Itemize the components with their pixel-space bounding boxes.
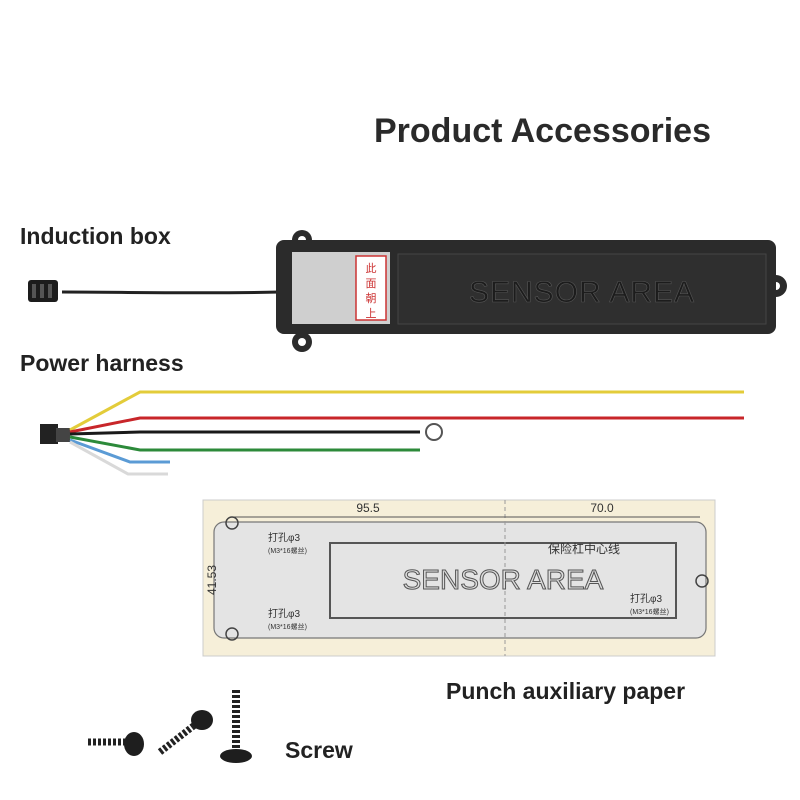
- dim-left: 95.5: [356, 501, 380, 515]
- induction-box: 此 面 朝 上 SENSOR AREA: [276, 230, 787, 352]
- box-cable: [61, 290, 281, 295]
- center-label: 保险杠中心线: [548, 541, 620, 556]
- sensor-window: [397, 253, 767, 325]
- sticker-char: 上: [366, 307, 377, 320]
- power-harness-label: Power harness: [20, 350, 184, 376]
- paper-sensor-text: SENSOR AREA: [403, 564, 604, 595]
- sticker-char: 面: [366, 278, 377, 290]
- dim-right: 70.0: [590, 501, 614, 515]
- sticker-char: 朝: [366, 292, 377, 305]
- orientation-sticker: [355, 255, 387, 321]
- power-harness: [40, 390, 744, 476]
- hole-marker: [225, 516, 239, 530]
- punch-paper-label: Punch auxiliary paper: [446, 678, 686, 704]
- sensor-outline: [329, 542, 677, 619]
- wire-white: [69, 440, 168, 476]
- hole-sub: (M3*16螺丝): [268, 546, 307, 555]
- sticker-char: 此: [366, 262, 377, 275]
- punch-paper: 95.5 70.0 41.53 打孔φ3 (M3*16螺丝) 打孔φ3 (M3*…: [202, 499, 716, 657]
- wire-black: [69, 430, 420, 436]
- wire-yellow: [69, 390, 744, 432]
- wire-blue: [69, 438, 170, 464]
- harness-connector: [40, 424, 58, 444]
- hole-sub: (M3*16螺丝): [630, 607, 669, 616]
- hole-marker: [225, 627, 239, 641]
- box-sensor-text: SENSOR AREA: [469, 276, 695, 309]
- hole-sub: (M3*16螺丝): [268, 622, 307, 631]
- page-title: Product Accessories: [374, 112, 711, 150]
- wire-red: [69, 416, 744, 434]
- screw-label: Screw: [285, 737, 353, 763]
- hole-label: 打孔φ3: [630, 592, 662, 605]
- hole-marker: [695, 574, 709, 588]
- induction-box-label: Induction box: [20, 223, 171, 249]
- ring-terminal: [425, 423, 443, 441]
- hole-label: 打孔φ3: [268, 607, 300, 620]
- wire-green: [69, 435, 420, 452]
- hole-label: 打孔φ3: [268, 531, 300, 544]
- dim-height: 41.53: [205, 565, 219, 595]
- screw-icon: [88, 690, 252, 763]
